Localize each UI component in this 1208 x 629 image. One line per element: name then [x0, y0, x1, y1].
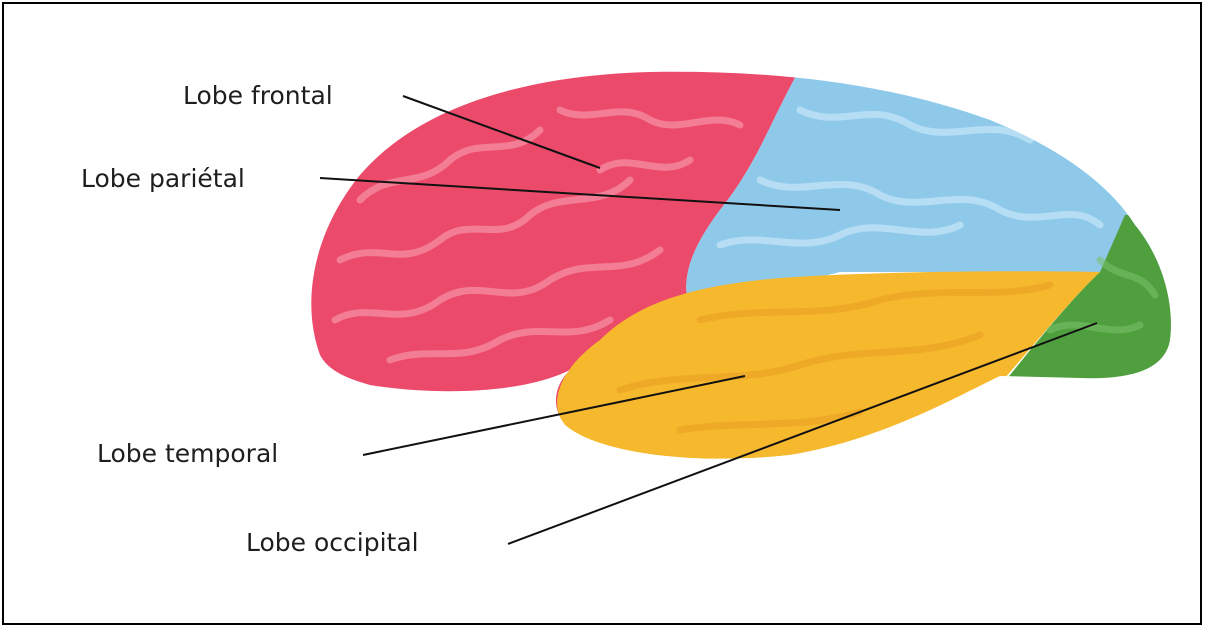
parietal-lobe-label: Lobe pariétal [81, 164, 245, 193]
frontal-lobe-label: Lobe frontal [183, 81, 333, 110]
occipital-lobe-label: Lobe occipital [246, 528, 419, 557]
temporal-lobe-label: Lobe temporal [97, 439, 278, 468]
